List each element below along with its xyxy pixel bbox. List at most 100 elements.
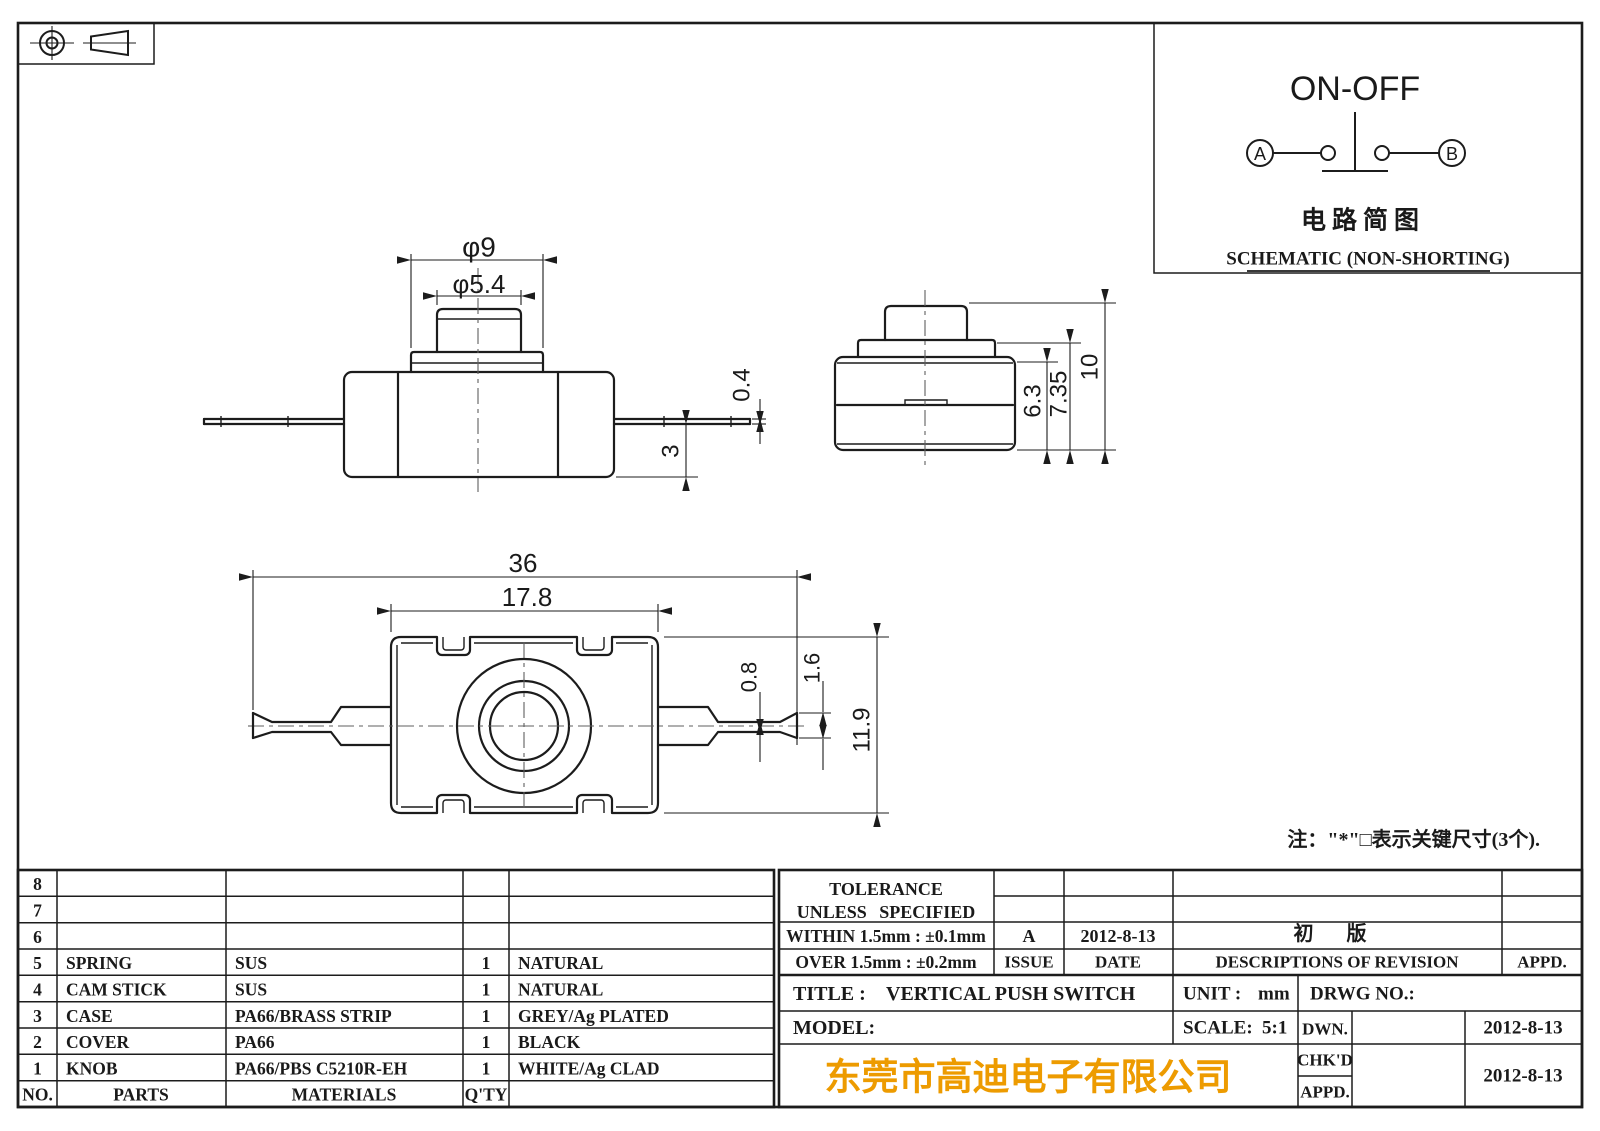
row-no: 3 bbox=[33, 1006, 42, 1026]
row-material: SUS bbox=[235, 980, 267, 1000]
row-no: 2 bbox=[33, 1032, 42, 1052]
row-material: PA66/PBS C5210R-EH bbox=[235, 1059, 408, 1079]
dim-top-lead-width: 0.8 bbox=[737, 662, 762, 693]
schematic-mode-label: ON-OFF bbox=[1290, 70, 1420, 108]
row-material: PA66 bbox=[235, 1032, 275, 1052]
company-name: 东莞市高迪电子有限公司 bbox=[825, 1056, 1232, 1098]
revision-block: A 2012-8-13 初 版 ISSUE DATE DESCRIPTIONS … bbox=[1004, 921, 1566, 972]
table-row: 1 KNOB PA66/PBS C5210R-EH 1 WHITE/Ag CLA… bbox=[33, 1059, 659, 1079]
table-row: 3 CASE PA66/BRASS STRIP 1 GREY/Ag PLATED bbox=[33, 1006, 669, 1026]
revision-description: 初 版 bbox=[1294, 921, 1381, 945]
first-angle-target-icon bbox=[30, 26, 74, 60]
dim-top-tip-width: 1.6 bbox=[800, 653, 825, 684]
scale-label: SCALE: bbox=[1183, 1018, 1253, 1039]
top-view: 36 17.8 0.8 1.6 11.9 bbox=[238, 548, 889, 828]
revision-issue: A bbox=[1023, 926, 1036, 946]
row-part: KNOB bbox=[66, 1059, 118, 1079]
projection-symbol bbox=[17, 22, 155, 65]
circuit-diagram: A B bbox=[1246, 112, 1466, 172]
unit-value: mm bbox=[1258, 984, 1290, 1005]
drwg-no-label: DRWG NO.: bbox=[1310, 984, 1415, 1005]
parts-table-rows: 8 7 6 5 SPRING SUS 1 NATURAL 4 CAM STICK… bbox=[33, 874, 669, 1079]
chkd-date: 2012-8-13 bbox=[1483, 1066, 1562, 1087]
col-parts-label: PARTS bbox=[113, 1085, 168, 1105]
terminal-a-label: A bbox=[1254, 144, 1266, 164]
table-row: 7 bbox=[33, 901, 42, 921]
row-part: CAM STICK bbox=[66, 980, 167, 1000]
table-row: 4 CAM STICK SUS 1 NATURAL bbox=[33, 980, 603, 1000]
key-dimension-note: 注："*"□表示关键尺寸(3个). bbox=[1287, 827, 1540, 851]
dim-front-lead-height: 3 bbox=[658, 444, 685, 457]
drawing-title: VERTICAL PUSH SWITCH bbox=[886, 983, 1136, 1005]
col-no-label: NO. bbox=[22, 1085, 53, 1105]
top-leads bbox=[251, 705, 799, 747]
dim-front-inner-dia: φ5.4 bbox=[452, 269, 505, 299]
row-qty: 1 bbox=[482, 953, 491, 973]
table-row: 5 SPRING SUS 1 NATURAL bbox=[33, 953, 603, 973]
col-materials-label: MATERIALS bbox=[292, 1085, 397, 1105]
title-block: TOLERANCE UNLESS SPECIFIED WITHIN 1.5mm … bbox=[777, 868, 1584, 1109]
row-finish: BLACK bbox=[518, 1032, 581, 1052]
dim-top-total-length: 36 bbox=[509, 548, 538, 578]
row-material: SUS bbox=[235, 953, 267, 973]
parts-table-header: NO. PARTS MATERIALS Q'TY bbox=[22, 1085, 508, 1105]
col-qty-label: Q'TY bbox=[465, 1085, 508, 1105]
row-no: 6 bbox=[33, 927, 42, 947]
terminal-b-label: B bbox=[1446, 144, 1458, 164]
row-part: SPRING bbox=[66, 953, 133, 973]
row-finish: WHITE/Ag CLAD bbox=[518, 1059, 659, 1079]
parts-table: 8 7 6 5 SPRING SUS 1 NATURAL 4 CAM STICK… bbox=[16, 868, 776, 1109]
row-qty: 1 bbox=[482, 980, 491, 1000]
row-qty: 1 bbox=[482, 1032, 491, 1052]
date-column-label: DATE bbox=[1095, 953, 1141, 972]
dim-top-body-width: 11.9 bbox=[849, 708, 876, 753]
schematic-panel: ON-OFF A B 电路简图 SCHEMATIC (NON-SHORTING) bbox=[1153, 22, 1583, 274]
row-no: 8 bbox=[33, 874, 42, 894]
row-finish: NATURAL bbox=[518, 953, 603, 973]
row-no: 5 bbox=[33, 953, 42, 973]
schematic-caption-cn: 电路简图 bbox=[1301, 206, 1425, 235]
row-material: PA66/BRASS STRIP bbox=[235, 1006, 392, 1026]
front-leads bbox=[202, 416, 752, 427]
model-label: MODEL: bbox=[793, 1017, 875, 1039]
title-label: TITLE : bbox=[793, 983, 866, 1005]
tolerance-subtitle: UNLESS SPECIFIED bbox=[797, 902, 976, 922]
dwn-date: 2012-8-13 bbox=[1483, 1018, 1562, 1039]
schematic-caption-en: SCHEMATIC (NON-SHORTING) bbox=[1226, 249, 1509, 270]
dim-side-body-height: 6.3 bbox=[1020, 384, 1047, 417]
tolerance-title: TOLERANCE bbox=[829, 879, 943, 899]
row-part: COVER bbox=[66, 1032, 130, 1052]
dwn-label: DWN. bbox=[1302, 1020, 1348, 1039]
unit-label: UNIT : bbox=[1183, 984, 1241, 1005]
dim-front-outer-dia: φ9 bbox=[462, 232, 496, 263]
table-row: 6 bbox=[33, 927, 42, 947]
row-finish: GREY/Ag PLATED bbox=[518, 1006, 669, 1026]
first-angle-cone-icon bbox=[83, 29, 136, 57]
signature-rows: DWN. 2012-8-13 CHK'D 2012-8-13 APPD. bbox=[1297, 1018, 1562, 1102]
table-row: 8 bbox=[33, 874, 42, 894]
side-view: 6.3 7.35 10 bbox=[833, 288, 1116, 466]
model-row: MODEL: SCALE: 5:1 bbox=[793, 1017, 1287, 1039]
descriptions-column-label: DESCRIPTIONS OF REVISION bbox=[1215, 953, 1459, 972]
row-qty: 1 bbox=[482, 1059, 491, 1079]
row-no: 7 bbox=[33, 901, 42, 921]
row-no: 1 bbox=[33, 1059, 42, 1079]
side-dimensions: 6.3 7.35 10 bbox=[969, 288, 1116, 465]
tolerance-block: TOLERANCE UNLESS SPECIFIED WITHIN 1.5mm … bbox=[786, 879, 986, 972]
row-no: 4 bbox=[33, 980, 42, 1000]
tolerance-over: OVER 1.5mm : ±0.2mm bbox=[795, 952, 977, 972]
title-row: TITLE : VERTICAL PUSH SWITCH UNIT : mm D… bbox=[793, 983, 1415, 1005]
top-dimensions: 36 17.8 0.8 1.6 11.9 bbox=[238, 548, 889, 828]
scale-value: 5:1 bbox=[1262, 1018, 1287, 1039]
issue-column-label: ISSUE bbox=[1004, 953, 1053, 972]
row-part: CASE bbox=[66, 1006, 113, 1026]
dim-side-total-height: 10 bbox=[1077, 354, 1104, 381]
dim-front-lead-thickness: 0.4 bbox=[729, 368, 756, 401]
dim-side-flange-height: 7.35 bbox=[1046, 371, 1073, 418]
appd-column-label: APPD. bbox=[1517, 953, 1567, 972]
tolerance-within: WITHIN 1.5mm : ±0.1mm bbox=[786, 926, 986, 946]
front-dimensions: φ9 φ5.4 0.4 3 bbox=[396, 232, 766, 492]
dim-top-body-length: 17.8 bbox=[502, 582, 553, 612]
appd-label: APPD. bbox=[1300, 1083, 1350, 1102]
